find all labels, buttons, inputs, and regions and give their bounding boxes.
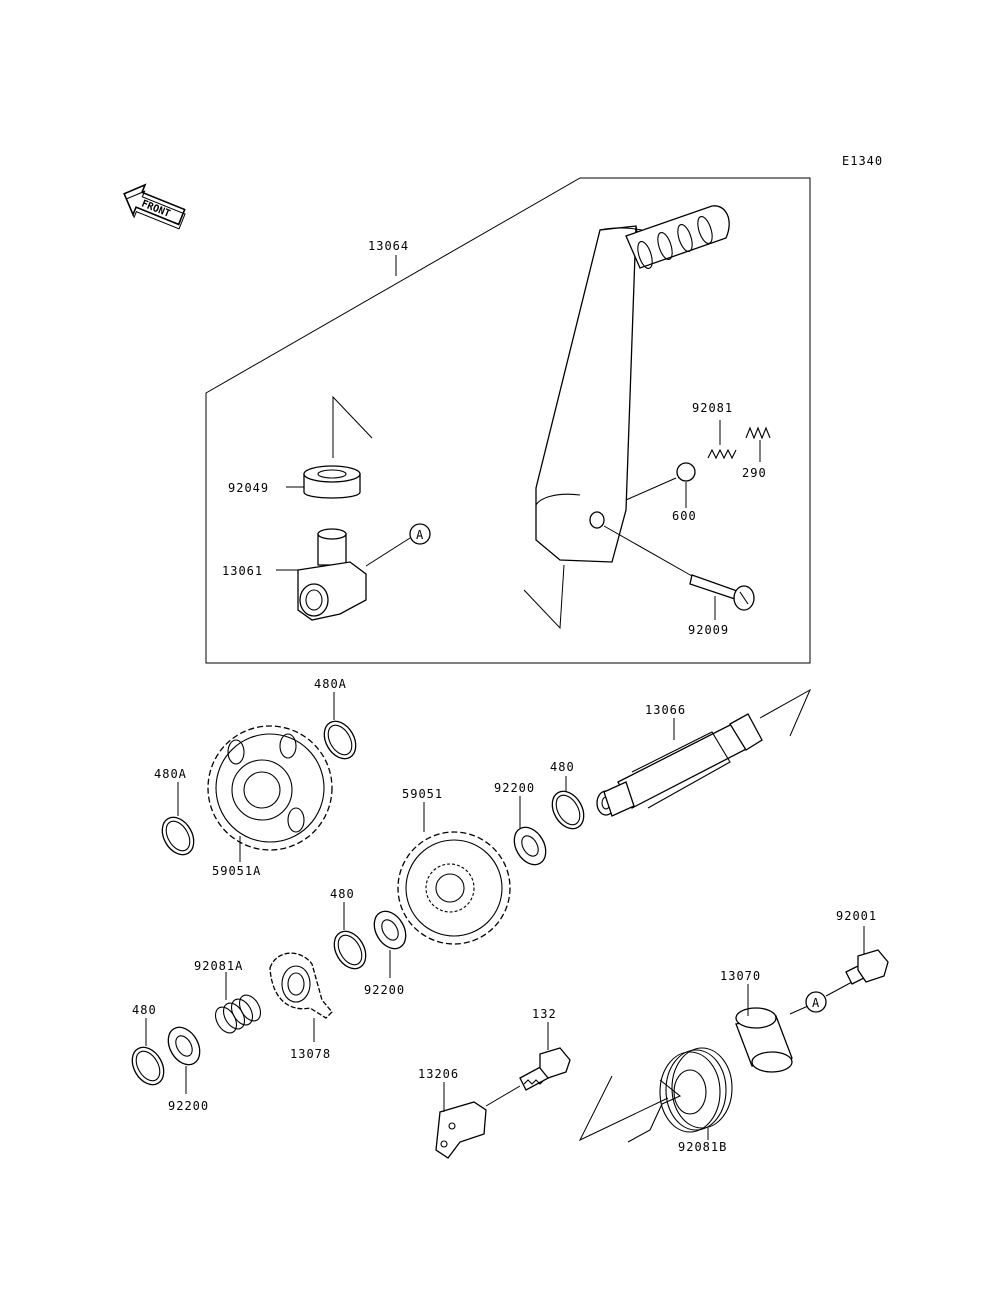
circlip-480-c xyxy=(131,1046,165,1086)
label-92049: 92049 xyxy=(228,481,269,495)
label-13078: 13078 xyxy=(290,1047,331,1061)
label-92081b: 92081B xyxy=(678,1140,727,1154)
label-92081a: 92081A xyxy=(194,959,243,973)
spring-290 xyxy=(745,426,771,440)
cover-13070 xyxy=(735,1007,793,1073)
kick-shaft-13066 xyxy=(596,713,763,817)
front-arrow-icon: FRONT xyxy=(123,183,186,230)
spring-92081 xyxy=(707,448,737,460)
label-92001: 92001 xyxy=(836,909,877,923)
label-13066: 13066 xyxy=(645,703,686,717)
label-92009: 92009 xyxy=(688,623,729,637)
label-92200-c: 92200 xyxy=(168,1099,209,1113)
collar-92049 xyxy=(303,465,361,499)
spring-92081a xyxy=(214,994,262,1034)
washer-92200-b xyxy=(373,910,407,950)
pedal-shaft-13061 xyxy=(297,528,367,621)
gear-59051a xyxy=(207,725,333,851)
label-59051: 59051 xyxy=(402,787,443,801)
washer-92200-c xyxy=(167,1026,201,1066)
label-600: 600 xyxy=(672,509,697,523)
label-480a-top: 480A xyxy=(314,677,347,691)
washer-92200-a xyxy=(513,826,547,866)
ref-marker-a-upper-label: A xyxy=(416,528,424,542)
label-92200-a: 92200 xyxy=(494,781,535,795)
label-13061: 13061 xyxy=(222,564,263,578)
ref-marker-a-lower-label: A xyxy=(812,996,820,1010)
label-480-b: 480 xyxy=(330,887,355,901)
label-290: 290 xyxy=(742,466,767,480)
label-92081: 92081 xyxy=(692,401,733,415)
label-480-c: 480 xyxy=(132,1003,157,1017)
circlip-480a-top xyxy=(323,720,357,760)
circlip-480a-left xyxy=(161,816,195,856)
bolt-92001 xyxy=(845,949,889,985)
circlip-480-b xyxy=(333,930,367,970)
label-59051a: 59051A xyxy=(212,864,261,878)
label-92200-b: 92200 xyxy=(364,983,405,997)
ball-600 xyxy=(676,462,696,482)
label-13206: 13206 xyxy=(418,1067,459,1081)
spring-92081b xyxy=(627,1047,733,1143)
label-480-a: 480 xyxy=(550,760,575,774)
label-132: 132 xyxy=(532,1007,557,1021)
kick-pedal xyxy=(535,205,730,563)
label-480a-left: 480A xyxy=(154,767,187,781)
ref-marker-a-lower xyxy=(805,991,827,1013)
diagram-code: E1340 xyxy=(842,154,883,168)
label-13064: 13064 xyxy=(368,239,409,253)
gear-59051 xyxy=(397,831,511,945)
label-13070: 13070 xyxy=(720,969,761,983)
ref-marker-a-upper xyxy=(409,523,431,545)
guide-13206 xyxy=(435,1101,487,1159)
ratchet-13078 xyxy=(269,952,333,1019)
circlip-480-a xyxy=(551,790,585,830)
bolt-132 xyxy=(519,1047,571,1091)
pedal-assembly-outline xyxy=(205,177,811,664)
screw-92009 xyxy=(689,574,755,611)
